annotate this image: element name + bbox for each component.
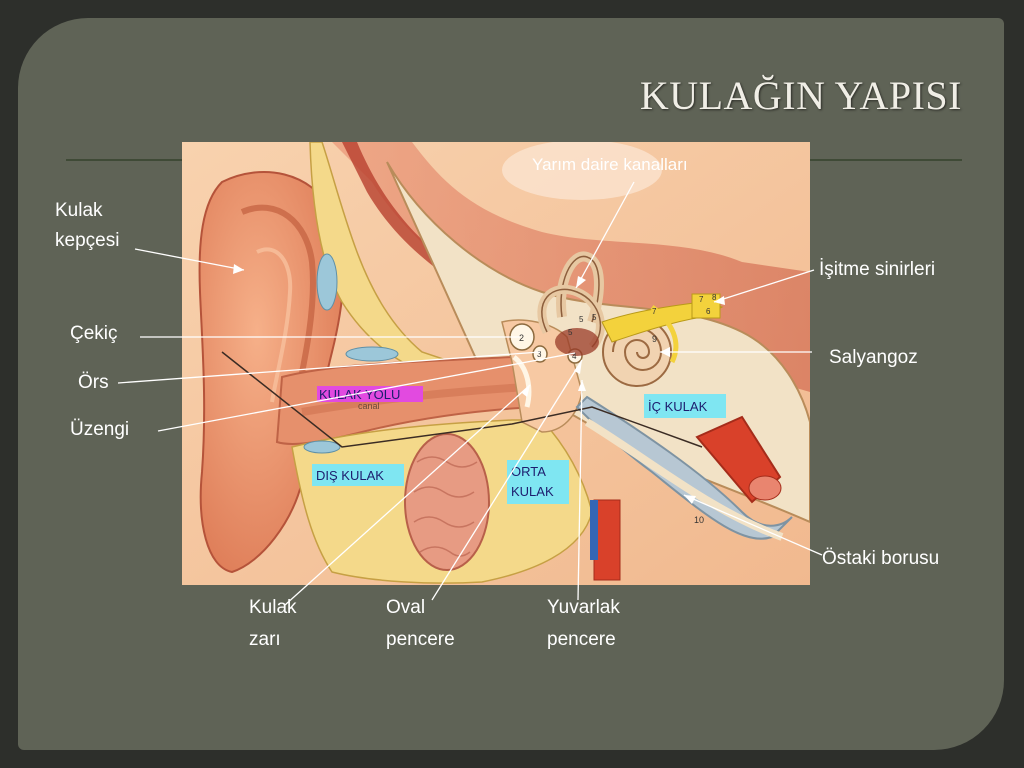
vein-blue [590,500,598,560]
leader-round [577,379,583,601]
eardrum-membrane [512,355,532,408]
label-incus: Örs [78,372,109,393]
leader-nerve [713,269,815,303]
vein-red [593,499,621,581]
num-6: 6 [706,307,711,316]
label-oval-window: Oval pencere [386,597,455,650]
num-2: 2 [519,333,524,343]
nerve-tag [691,293,721,319]
parotid-gland [404,433,490,571]
inner-ear-tag: İÇ KULAK [648,399,708,414]
label-auditory-nerve: İşitme sinirleri [819,259,936,280]
label-cochlea: Salyangoz [829,347,918,368]
num-5c: 5 [568,328,573,337]
label-glow [502,142,662,200]
num-8: 8 [712,293,717,302]
num-10: 10 [694,515,704,525]
region-divider [221,351,703,448]
arrow-pinna [233,264,244,274]
fat-blob-2 [345,346,399,362]
leader-semicircular [575,181,635,289]
inner-ear-tag-bg [644,394,726,418]
leader-stapes [157,352,576,432]
arrow-nerve [714,296,725,305]
middle-ear-tag-bg [507,460,569,504]
num-7b: 7 [652,307,657,316]
leader-eardrum [284,384,531,606]
incus-bone [532,345,548,363]
leader-pinna [134,248,245,271]
ear-canal-sub: canal [358,401,380,411]
num-5a: 5 [579,315,584,324]
leader-eustachian [683,494,823,556]
semicircular-canal-2-line [541,288,602,348]
label-stapes: Üzengi [70,419,130,440]
ear-anatomy-illustration: KULAK YOLU canal DIŞ KULAK ORTA KULAK İÇ… [182,142,810,585]
artery-end [748,475,782,501]
num-9: 9 [652,334,657,344]
outer-ear-tag-bg [312,464,404,486]
middle-ear-tag-2: KULAK [511,484,554,499]
num-5b: 5 [592,313,597,322]
arrow-cochlea [660,347,670,357]
auditory-nerve-branch [650,305,679,364]
ear-canal-tag: KULAK YOLU [319,387,400,402]
outer-ear-tag: DIŞ KULAK [316,468,384,483]
leader-incus [117,351,541,384]
arrow-eustachian [684,495,696,504]
label-eustachian: Östaki borusu [822,548,940,569]
fat-blob-3 [303,440,341,454]
arrow-round [578,380,586,391]
vestibule [555,328,599,356]
slide-title: KULAĞIN YAPISI [639,73,962,118]
middle-ear-tag-1: ORTA [511,464,546,479]
arrow-oval [574,360,582,374]
num-7a: 7 [699,295,704,304]
num-4: 4 [572,352,577,361]
ear-canal-tag-bg [317,386,423,402]
num-3: 3 [537,350,542,359]
leader-oval [431,359,583,601]
arrow-eardrum [522,385,530,397]
arrow-semicircular [576,276,586,288]
fat-blob [316,253,338,311]
semicircular-label: Yarım daire kanalları [532,155,688,174]
label-eardrum: Kulak zarı [249,597,297,650]
pinna-fold-inner [256,247,293,403]
label-malleus: Çekiç [70,323,118,344]
label-pinna: Kulak kepçesi [55,200,120,251]
label-round-window: Yuvarlak pencere [547,597,620,650]
gland-lobules [413,456,478,557]
